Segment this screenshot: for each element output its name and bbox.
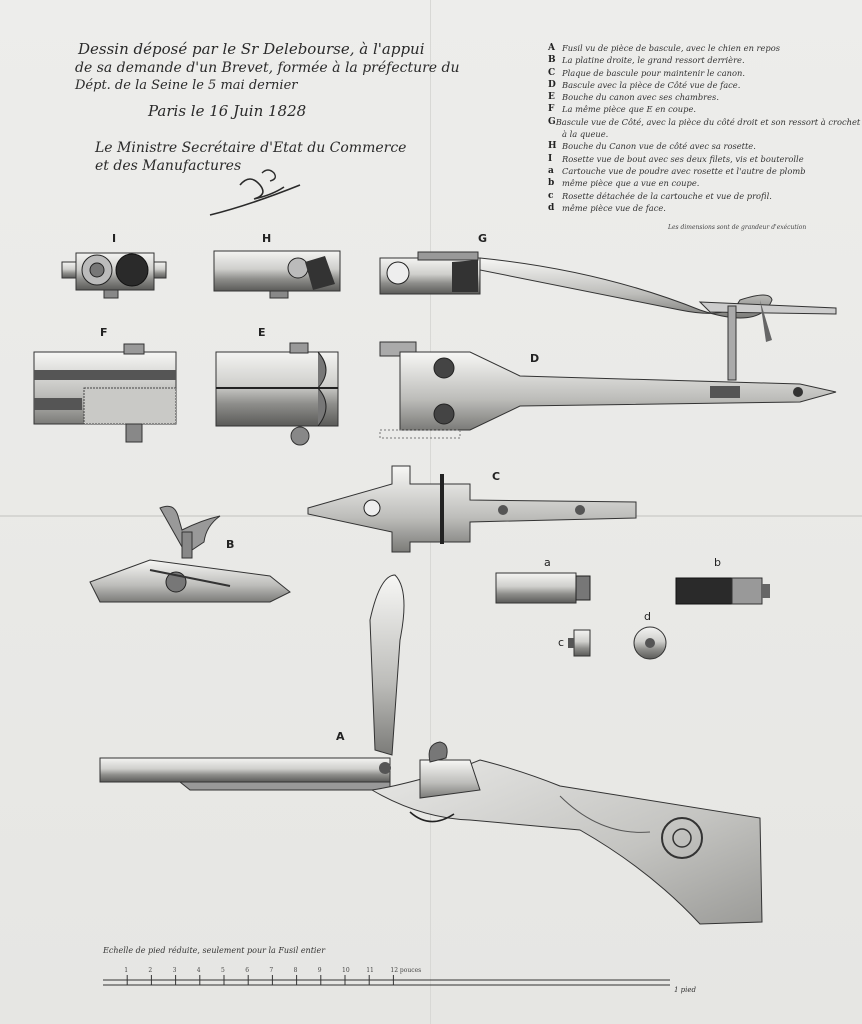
legend-key: A	[548, 43, 555, 53]
scale-tick-label: 8	[293, 967, 298, 974]
legend-key: C	[548, 67, 556, 78]
legend-key: I	[548, 153, 553, 164]
label-E: E	[258, 326, 266, 339]
figure-a-cartridge	[495, 572, 591, 604]
legend-text: Cartouche vue de poudre avec rosette et …	[562, 165, 806, 176]
legend-row: A Fusil vu de pièce de bascule, avec le c…	[548, 42, 848, 54]
legend-text: à la queue.	[562, 129, 609, 140]
header-line-3: Dépt. de la Seine le 5 mai dernier	[75, 78, 298, 93]
scale-tick-label: 12 pouces	[390, 967, 422, 974]
figure-C-plate	[307, 465, 637, 553]
label-C: C	[492, 470, 501, 483]
legend-text: La platine droite, le grand ressort derr…	[562, 55, 745, 66]
legend-row: a Cartouche vue de poudre avec rosette et…	[548, 165, 848, 177]
legend-key: b	[548, 178, 555, 189]
legend-row: F La même pièce que E en coupe.	[548, 103, 848, 115]
legend-text: même pièce vue de face.	[562, 202, 666, 213]
figure-I-rosette	[61, 252, 167, 299]
figure-G-bascule-side	[379, 251, 837, 381]
signature-flourish	[209, 169, 301, 216]
header-ministry-line: Le Ministre Secrétaire d'Etat du Commerc…	[95, 140, 407, 156]
label-c: c	[558, 636, 565, 649]
scale-note: Les dimensions sont de grandeur d'exécut…	[668, 224, 807, 231]
legend-key: d	[548, 202, 555, 213]
figure-B-lock	[89, 505, 291, 603]
legend-row: E Bouche du canon avec ses chambres.	[548, 91, 848, 103]
legend-row: D Bascule avec la pièce de Côté vue de fa…	[548, 79, 848, 91]
legend-key: a	[548, 165, 554, 176]
legend-text: Rosette détachée de la cartouche et vue …	[562, 190, 772, 201]
scale-tick-label: 7	[269, 967, 274, 974]
scale-caption: Echelle de pied réduite, seulement pour …	[103, 946, 326, 955]
scale-end-label: 1 pied	[674, 986, 697, 994]
legend-key: F	[548, 104, 555, 115]
legend-key: D	[548, 79, 556, 90]
scale-tick-label: 11	[366, 967, 374, 974]
legend-text: Bascule vue de Côté, avec la pièce du cô…	[555, 116, 861, 127]
legend-key: E	[548, 92, 555, 103]
label-D: D	[530, 352, 540, 365]
legend-text: Bouche du canon avec ses chambres.	[562, 92, 719, 103]
scale-tick-label: 5	[221, 967, 225, 974]
parts-legend: A Fusil vu de pièce de bascule, avec le c…	[548, 42, 860, 214]
legend-text: Bouche du Canon vue de côté avec sa rose…	[562, 141, 756, 152]
scale-tick-label: 1	[124, 967, 129, 974]
figure-d-rosette-face	[633, 626, 667, 660]
label-b: b	[714, 556, 721, 569]
legend-row: d même pièce vue de face.	[548, 202, 848, 214]
figure-F-section	[33, 343, 177, 443]
legend-key: c	[548, 190, 554, 201]
label-a: a	[544, 556, 551, 569]
figure-E-barrel-chambers	[215, 342, 339, 446]
legend-text: Rosette vue de bout avec ses deux filets…	[562, 153, 804, 164]
scale-bar	[103, 975, 670, 986]
figure-c-rosette-profile	[568, 629, 591, 657]
legend-key: G	[548, 116, 556, 127]
label-F: F	[100, 326, 108, 339]
figure-H-barrel-mouth	[213, 250, 341, 299]
label-G: G	[478, 232, 488, 245]
legend-text: Bascule avec la pièce de Côté vue de fac…	[562, 79, 741, 90]
legend-row: I Rosette vue de bout avec ses deux filet…	[548, 153, 848, 165]
legend-row: H Bouche du Canon vue de côté avec sa ros…	[548, 140, 848, 152]
scale-tick-label: 6	[245, 967, 250, 974]
figure-b-cartridge-section	[675, 577, 770, 605]
scale-tick-label: 3	[172, 967, 177, 974]
figure-A-fowling-piece	[99, 574, 763, 925]
legend-row: C Plaque de bascule pour maintenir le can…	[548, 67, 848, 79]
header-line-1: Dessin déposé par le Sr Delebourse, à l'…	[78, 40, 425, 58]
scale-tick-label: 10	[342, 967, 350, 974]
header-date-line: Paris le 16 Juin 1828	[148, 102, 307, 120]
legend-row: à la queue.	[548, 128, 848, 140]
label-B: B	[226, 538, 235, 551]
label-I: I	[112, 232, 117, 245]
header-ministry-line-2: et des Manufactures	[95, 158, 242, 174]
legend-text: même pièce que a vue en coupe.	[562, 178, 700, 189]
legend-text: Plaque de bascule pour maintenir le cano…	[562, 67, 745, 78]
legend-row: c Rosette détachée de la cartouche et vue…	[548, 190, 848, 202]
scale-tick-label: 4	[196, 967, 201, 974]
scale-tick-label: 2	[148, 967, 153, 974]
legend-row: B La platine droite, le grand ressort der…	[548, 54, 848, 66]
legend-key: B	[548, 55, 556, 66]
figure-D-bascule-front	[379, 341, 837, 439]
label-d: d	[644, 610, 651, 623]
legend-row: b même pièce que a vue en coupe.	[548, 177, 848, 189]
label-H: H	[262, 232, 272, 245]
label-A: A	[336, 730, 345, 743]
header-line-2: de sa demande d'un Brevet, formée à la p…	[75, 60, 460, 76]
legend-key: H	[548, 141, 557, 152]
scale-tick-label: 9	[317, 967, 322, 974]
legend-text: Fusil vu de pièce de bascule, avec le ch…	[562, 43, 780, 53]
legend-text: La même pièce que E en coupe.	[562, 104, 696, 115]
